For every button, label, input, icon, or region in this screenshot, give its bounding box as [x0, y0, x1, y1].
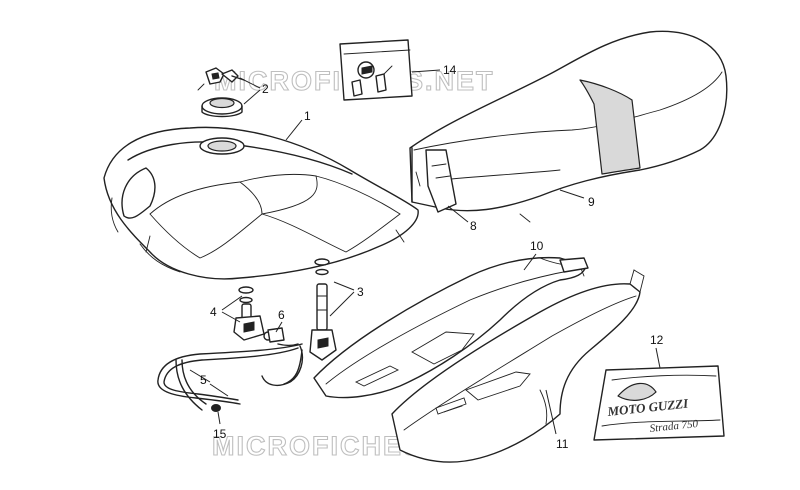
callout-1: 1	[304, 109, 311, 123]
fuel-tap-assembly[interactable]	[233, 258, 337, 361]
callout-15: 15	[213, 427, 227, 441]
hose-clip[interactable]	[267, 327, 285, 343]
callout-10: 10	[530, 239, 544, 253]
callout-11: 11	[556, 437, 569, 451]
callout-4: 4	[210, 305, 217, 319]
filler-cap-with-keys[interactable]	[197, 67, 245, 118]
callout-12: 12	[650, 333, 664, 347]
callout-9: 9	[588, 195, 595, 209]
fuel-tank[interactable]	[103, 126, 419, 280]
fuel-hose[interactable]	[157, 343, 304, 411]
lock-kit[interactable]	[339, 39, 413, 101]
callout-3: 3	[357, 285, 364, 299]
callout-6: 6	[278, 308, 285, 322]
side-panel-left[interactable]	[391, 269, 645, 463]
side-panel-right[interactable]	[313, 256, 589, 399]
decal-model-text: Strada 750	[649, 418, 699, 435]
leader-lines	[189, 69, 661, 435]
callout-14: 14	[443, 63, 457, 77]
seat[interactable]	[409, 30, 728, 223]
callout-5: 5	[200, 373, 207, 387]
callout-8: 8	[470, 219, 477, 233]
callout-2: 2	[262, 82, 269, 96]
decal-sheet[interactable]: MOTO GUZZI Strada 750	[593, 365, 725, 441]
hose-clamp[interactable]	[211, 404, 221, 412]
